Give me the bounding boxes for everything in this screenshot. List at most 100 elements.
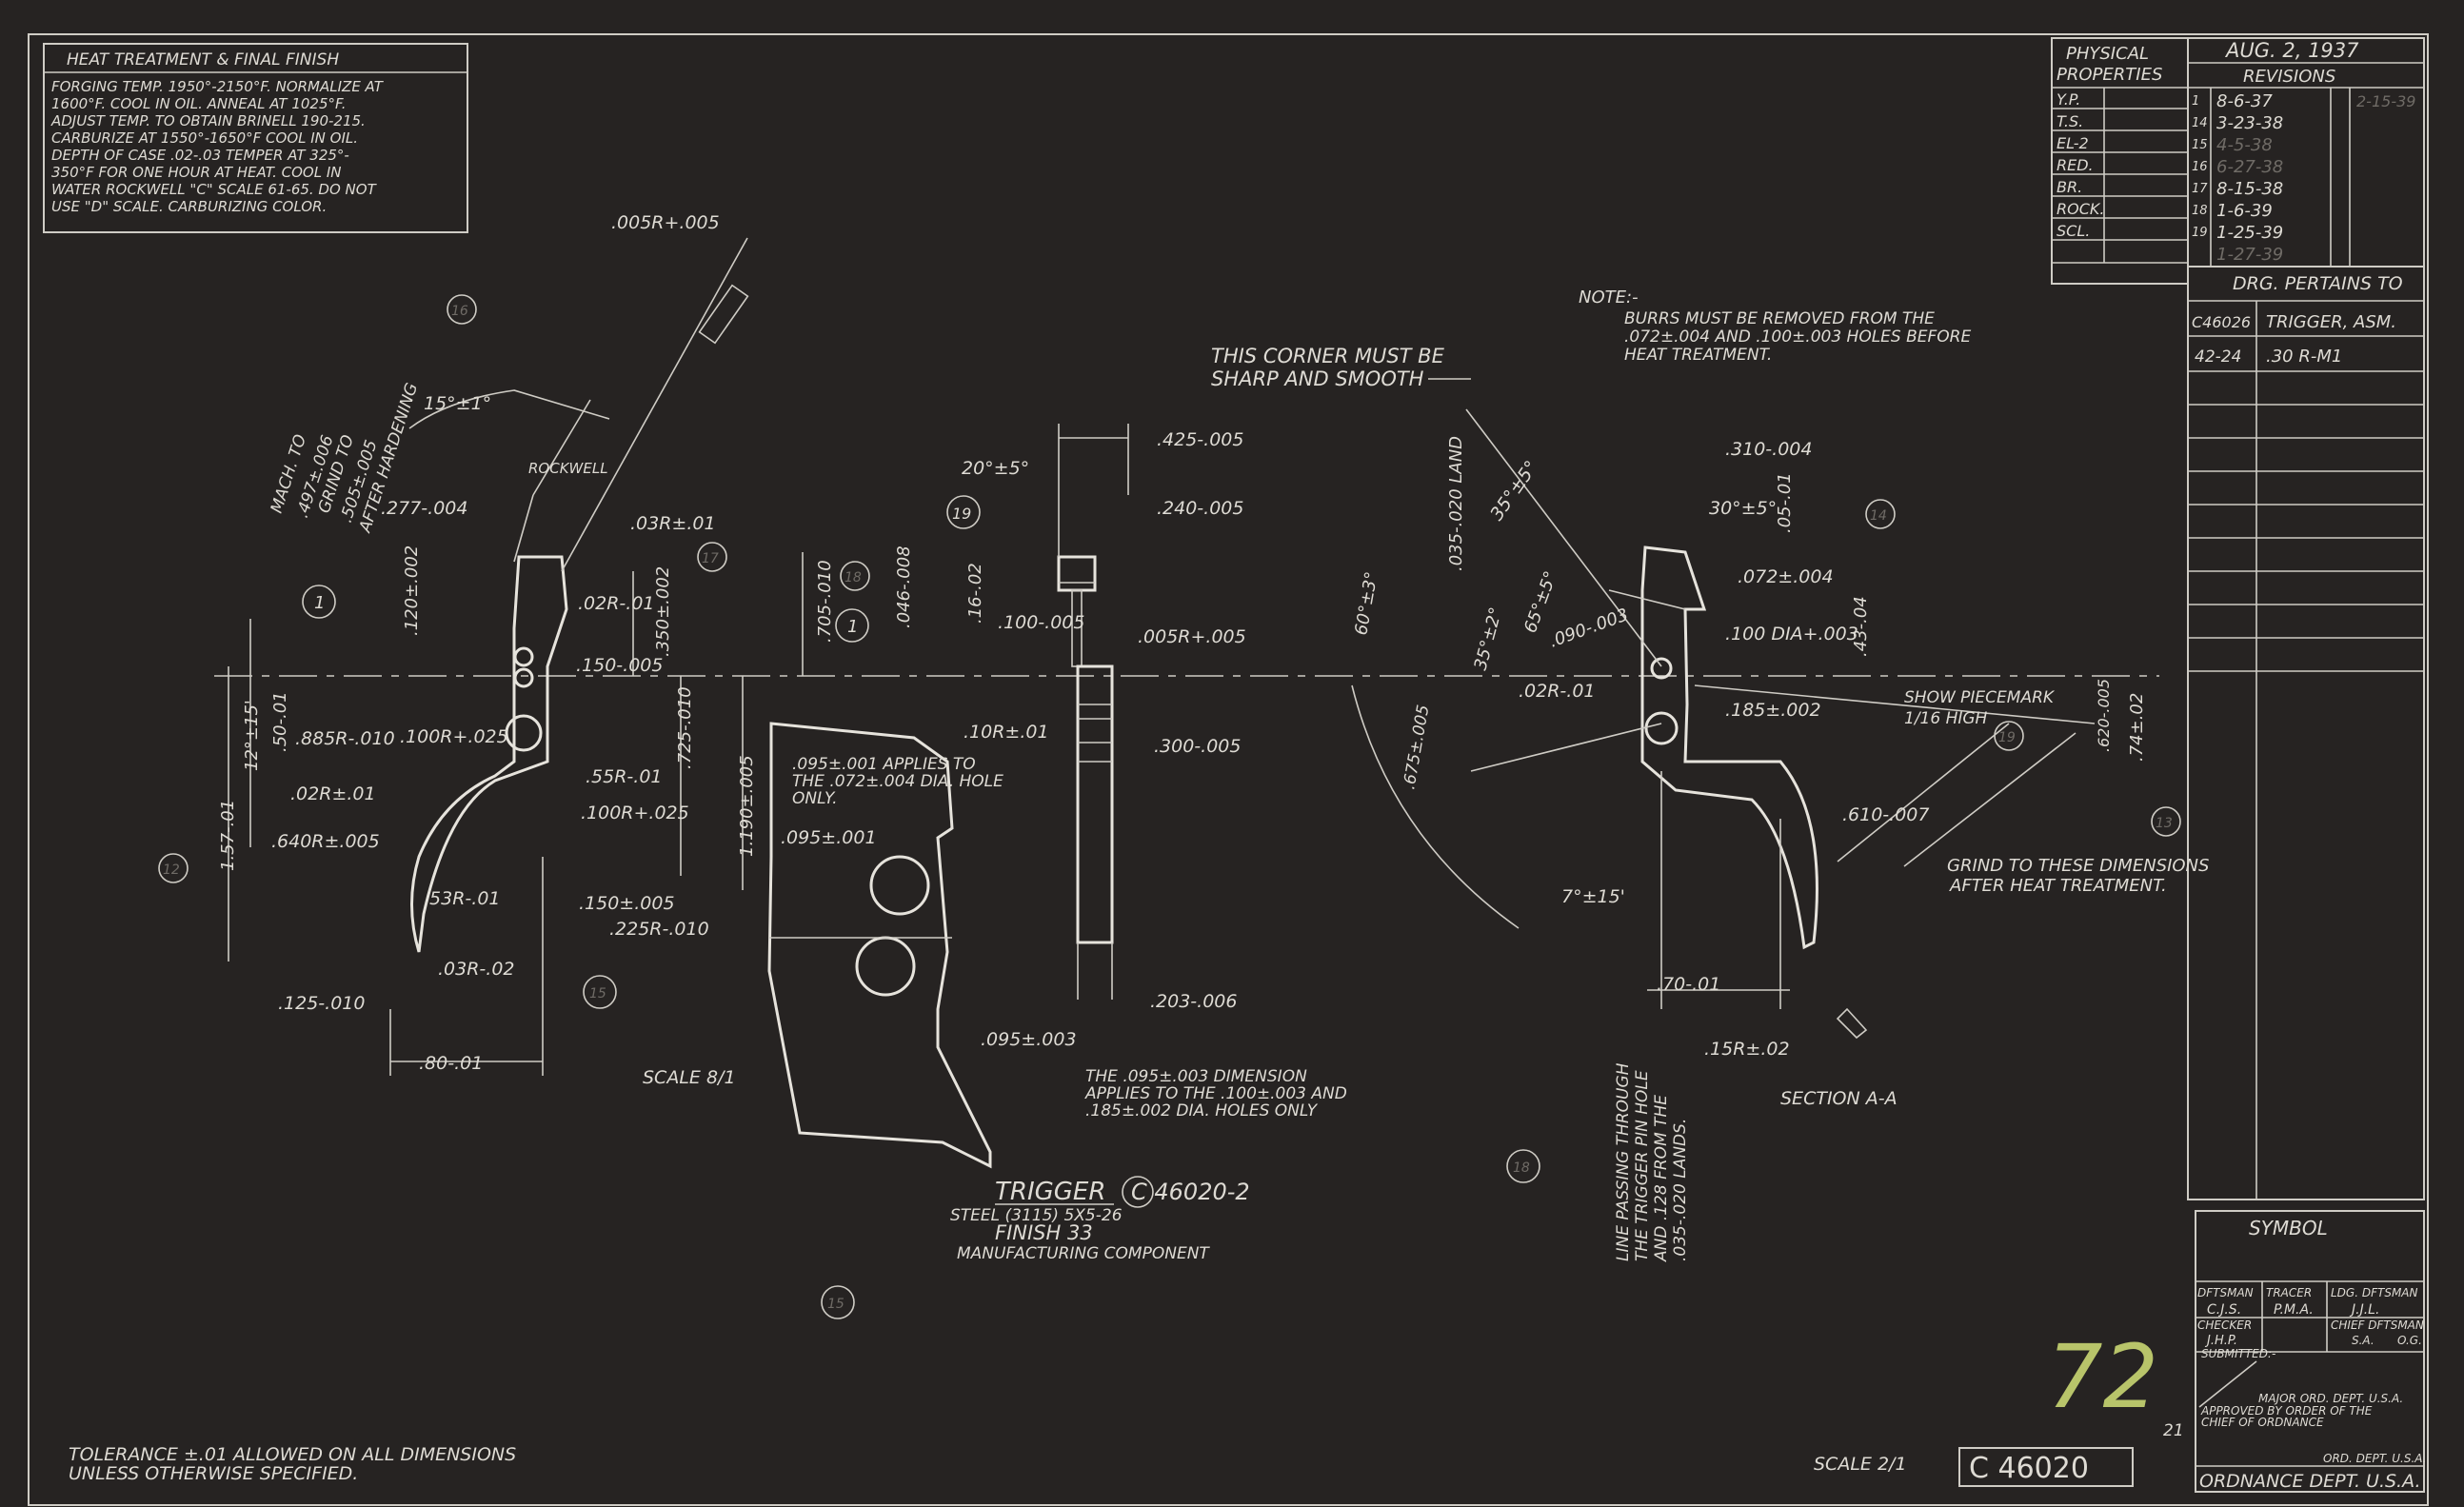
dim-185: .185±.002	[1725, 700, 1821, 721]
part-steel: STEEL (3115) 5X5-26	[950, 1206, 1123, 1225]
initial-4: J.H.P.	[2204, 1334, 2237, 1348]
dim-150-005: .150±.005	[579, 893, 675, 914]
revision-row-1-n: 1	[2192, 94, 2199, 109]
line-passing-2: THE TRIGGER PIN HOLE	[1633, 1070, 1652, 1261]
detail-view: .095±.001 APPLIES TO THE .072±.004 DIA. …	[643, 722, 1347, 1169]
pertains-table: DRG. PERTAINS TO C46026 TRIGGER, ASM. 42…	[2187, 266, 2425, 1200]
applies2-line-1: THE .095±.003 DIMENSION	[1085, 1067, 1307, 1086]
callout-18b: 18	[1513, 1160, 1530, 1176]
dim-100r-2: .100R+.025	[581, 803, 689, 823]
dim-046: .046-.008	[894, 545, 914, 628]
dim-16: .16-.02	[965, 563, 985, 624]
revision-faded: 2-15-39	[2356, 92, 2415, 110]
dim-090: .090-.003	[1547, 605, 1632, 651]
ord-label: ORD. DEPT. U.S.A.	[2323, 1452, 2427, 1465]
submitted-label: SUBMITTED:-	[2201, 1347, 2275, 1360]
dim-7deg: 7°±15'	[1561, 886, 1625, 907]
dim-725: .725-.010	[675, 686, 695, 769]
corner-line-2: SHARP AND SMOOTH	[1211, 367, 1424, 390]
dim-310: .310-.004	[1725, 439, 1812, 460]
revision-row-8-d: 1-27-39	[2216, 245, 2283, 265]
revision-row-5-n: 17	[2192, 182, 2208, 196]
revisions-table: AUG. 2, 1937 REVISIONS 1 8-6-37 2-15-39 …	[2187, 37, 2425, 268]
part-title: TRIGGER C 46020-2 STEEL (3115) 5X5-26 FI…	[950, 1176, 1250, 1263]
callout-12: 12	[163, 863, 180, 878]
dim-005r-pin: .005R+.005	[1138, 626, 1246, 647]
callout-13: 13	[2156, 816, 2173, 831]
heat-line-8: USE "D" SCALE. CARBURIZING COLOR.	[51, 198, 327, 215]
sheet-mark: 21	[2163, 1421, 2184, 1440]
pertains-desc-2: .30 R-M1	[2266, 347, 2342, 367]
dim-12deg: 12°±15'	[242, 700, 262, 771]
pertains-title: DRG. PERTAINS TO	[2233, 273, 2403, 294]
revision-row-7-d: 1-25-39	[2216, 223, 2283, 243]
line-passing-note: LINE PASSING THROUGH THE TRIGGER PIN HOL…	[1614, 1062, 1690, 1262]
piecemark-note: SHOW PIECEMARK 1/16 HIGH	[1904, 688, 2056, 728]
dim-203: .203-.006	[1150, 991, 1237, 1012]
dim-30deg: 30°±5°	[1709, 498, 1777, 519]
dim-120: .120±.002	[402, 545, 422, 636]
initial-2: P.M.A.	[2274, 1302, 2314, 1318]
revision-row-6-d: 1-6-39	[2216, 201, 2273, 221]
tolerance-line-1: TOLERANCE ±.01 ALLOWED ON ALL DIMENSIONS	[69, 1444, 516, 1465]
revision-row-3-n: 15	[2192, 138, 2208, 152]
drawing-number: C 46020	[1969, 1452, 2089, 1485]
sheet-border	[28, 33, 2429, 1506]
properties-header-1: PHYSICAL	[2066, 44, 2149, 64]
dim-60deg: 60°±3°	[1351, 570, 1381, 637]
approved-line-1: APPROVED BY ORDER OF THE	[2200, 1404, 2373, 1418]
applies2-line-3: .185±.002 DIA. HOLES ONLY	[1085, 1101, 1319, 1120]
revision-row-6-n: 18	[2192, 204, 2208, 218]
initial-6: O.G.	[2397, 1334, 2422, 1347]
property-el2: EL-2	[2057, 134, 2089, 152]
dim-02r-2: .02R±.01	[290, 783, 376, 804]
dim-350: .350±.002	[653, 566, 673, 657]
right-view-dimensions: .310-.004 30°±5° .05-.01 35°±5° .035-.02…	[1351, 436, 2147, 1060]
dim-157: 1.57-.01	[218, 800, 238, 871]
ordnance-dept: ORDNANCE DEPT. U.S.A.	[2199, 1471, 2420, 1492]
handwritten-number: 72	[2047, 1326, 2158, 1428]
checker-label: CHECKER	[2197, 1319, 2252, 1332]
dim-240: .240-.005	[1157, 498, 1243, 519]
dim-15r: .15R±.02	[1704, 1039, 1790, 1060]
corner-line-1: THIS CORNER MUST BE	[1211, 345, 1445, 367]
callout-1a: 1	[314, 593, 325, 613]
revisions-title: REVISIONS	[2243, 67, 2335, 87]
dim-50: .50-.01	[270, 691, 290, 752]
part-finish: FINISH 33	[995, 1221, 1093, 1244]
dim-277: .277-.004	[381, 498, 467, 519]
properties-header-2: PROPERTIES	[2057, 65, 2162, 85]
heat-line-7: WATER ROCKWELL "C" SCALE 61-65. DO NOT	[51, 181, 378, 198]
revision-row-4-n: 16	[2192, 160, 2208, 174]
trigger-left-view	[228, 237, 749, 1076]
piecemark-line-1: SHOW PIECEMARK	[1904, 688, 2056, 707]
pertains-code-2: 42-24	[2195, 347, 2241, 367]
chief-label: CHIEF DFTSMAN	[2331, 1319, 2424, 1332]
dim-125: .125-.010	[278, 993, 365, 1014]
major-label: MAJOR ORD. DEPT. U.S.A.	[2258, 1392, 2403, 1405]
scale-detail: SCALE 8/1	[643, 1067, 736, 1088]
dim-885r: .885R-.010	[295, 728, 395, 749]
burrs-line-2: BURRS MUST BE REMOVED FROM THE	[1624, 309, 1935, 328]
callout-19b: 19	[1998, 730, 2016, 745]
callout-15b: 15	[827, 1297, 845, 1312]
heat-line-3: ADJUST TEMP. TO OBTAIN BRINELL 190-215.	[50, 112, 366, 129]
applies2-line-2: APPLIES TO THE .100±.003 AND	[1084, 1084, 1347, 1103]
applies1-line-2: THE .072±.004 DIA. HOLE	[792, 772, 1003, 791]
callout-15: 15	[589, 986, 606, 1001]
dim-675: .675±.005	[1400, 704, 1433, 791]
revision-row-1-d: 8-6-37	[2216, 91, 2273, 111]
dim-80: .80-.01	[419, 1053, 483, 1074]
heat-line-1: FORGING TEMP. 1950°-2150°F. NORMALIZE AT	[51, 78, 385, 95]
heat-treatment-box: HEAT TREATMENT & FINAL FINISH FORGING TE…	[43, 43, 468, 233]
dim-640r: .640R±.005	[271, 831, 380, 852]
dim-425: .425-.005	[1157, 429, 1243, 450]
heat-line-5: DEPTH OF CASE .02-.03 TEMPER AT 325°-	[51, 147, 349, 164]
dim-005r: .005R+.005	[611, 212, 720, 233]
dim-70: .70-.01	[1657, 974, 1720, 995]
grind-note: GRIND TO THESE DIMENSIONS AFTER HEAT TRE…	[1947, 856, 2209, 896]
dim-100r-1: .100R+.025	[400, 726, 508, 747]
drawing-number-box	[1958, 1447, 2134, 1487]
property-rock: ROCK.	[2057, 200, 2104, 218]
